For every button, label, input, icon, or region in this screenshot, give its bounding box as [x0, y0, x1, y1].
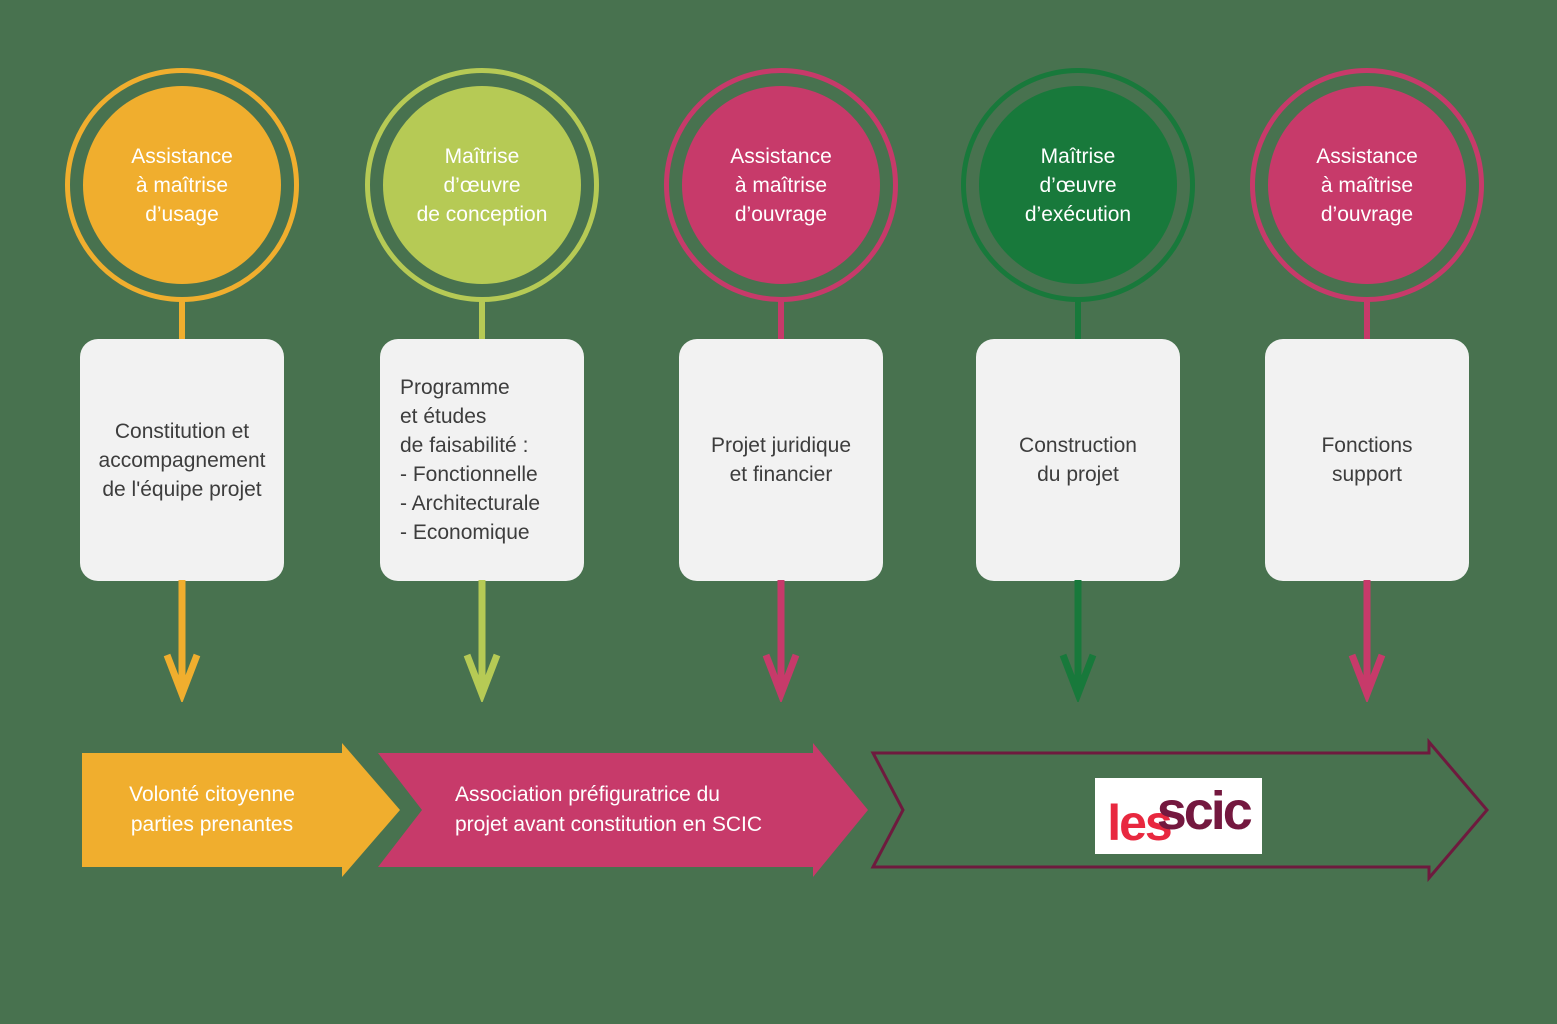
timeline-band [82, 737, 1489, 883]
down-arrow-1 [163, 580, 201, 702]
circle-disc-2: Maîtrise d’œuvre de conception [383, 86, 581, 284]
info-box-4: Construction du projet [976, 339, 1180, 581]
info-box-text-2: Programme et études de faisabilité : - F… [400, 376, 541, 544]
les-scic-logo: les scic [1095, 778, 1262, 854]
down-arrow-5 [1348, 580, 1386, 702]
info-box-5: Fonctions support [1265, 339, 1469, 581]
connector-stem-5 [1364, 298, 1370, 340]
circle-disc-5: Assistance à maîtrise d’ouvrage [1268, 86, 1466, 284]
timeline-arrow-association [378, 743, 868, 877]
connector-stem-1 [179, 298, 185, 340]
circle-label-2: Maîtrise d’œuvre de conception [416, 144, 548, 226]
down-arrow-3 [762, 580, 800, 702]
info-box-text-3: Projet juridique et financier [710, 434, 852, 486]
connector-stem-2 [479, 298, 485, 340]
connector-stem-3 [778, 298, 784, 340]
timeline-label-volonte: Volonté citoyenne parties prenantes [129, 783, 295, 836]
down-arrow-2 [463, 580, 501, 702]
circle-label-3: Assistance à maîtrise d’ouvrage [730, 144, 832, 226]
info-box-2: Programme et études de faisabilité : - F… [380, 339, 584, 581]
info-box-text-5: Fonctions support [1321, 434, 1413, 486]
info-box-text-4: Construction du projet [1019, 434, 1137, 486]
circle-label-5: Assistance à maîtrise d’ouvrage [1316, 144, 1418, 226]
info-box-text-1: Constitution et accompagnement de l'équi… [98, 419, 266, 501]
circle-disc-1: Assistance à maîtrise d’usage [83, 86, 281, 284]
down-arrow-4 [1059, 580, 1097, 702]
info-box-1: Constitution et accompagnement de l'équi… [80, 339, 284, 581]
circle-label-4: Maîtrise d’œuvre d’exécution [1024, 144, 1132, 226]
circle-label-1: Assistance à maîtrise d’usage [131, 144, 233, 226]
info-box-3: Projet juridique et financier [679, 339, 883, 581]
logo-scic-text: scic [1156, 781, 1253, 841]
circle-disc-4: Maîtrise d’œuvre d’exécution [979, 86, 1177, 284]
timeline-arrow-volonte [82, 743, 400, 877]
timeline-arrow-scic [870, 737, 1489, 883]
timeline-label-association: Association préfiguratrice du projet ava… [455, 783, 763, 836]
logo-les-text: les [1107, 795, 1173, 851]
connector-stem-4 [1075, 298, 1081, 340]
circle-disc-3: Assistance à maîtrise d’ouvrage [682, 86, 880, 284]
